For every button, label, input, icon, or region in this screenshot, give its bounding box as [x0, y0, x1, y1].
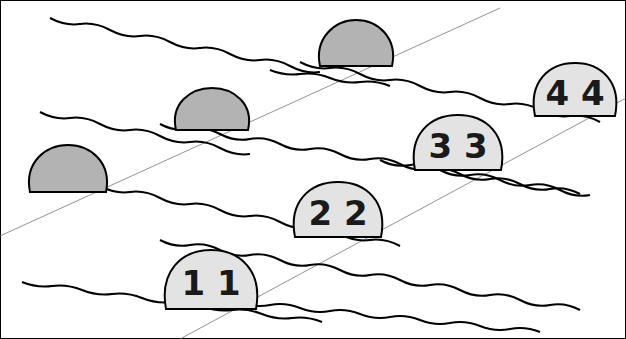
head-shape: [294, 182, 383, 237]
wave: [240, 302, 540, 332]
wave: [160, 124, 580, 194]
swimmer-head: [319, 20, 393, 66]
swimmer-head: [29, 145, 107, 192]
head-shape: [165, 250, 258, 309]
wave: [160, 240, 580, 310]
guide-line: [0, 8, 500, 236]
head-shape: [534, 63, 617, 116]
waves: [22, 18, 600, 332]
numbered-head: 4 4: [532, 62, 618, 118]
lane-number: 4 4: [545, 70, 604, 110]
numbered-head: 1 1: [163, 249, 259, 311]
lane-number: 2 2: [308, 190, 367, 230]
unnumbered-heads: [29, 20, 393, 192]
numbered-head: 3 3: [412, 114, 504, 172]
lane-number: 1 1: [181, 260, 240, 300]
head-shape: [414, 115, 503, 170]
wave: [50, 18, 320, 72]
swimmer-head: [175, 88, 249, 130]
numbered-head: 2 2: [292, 181, 384, 239]
lane-number: 3 3: [428, 123, 487, 163]
